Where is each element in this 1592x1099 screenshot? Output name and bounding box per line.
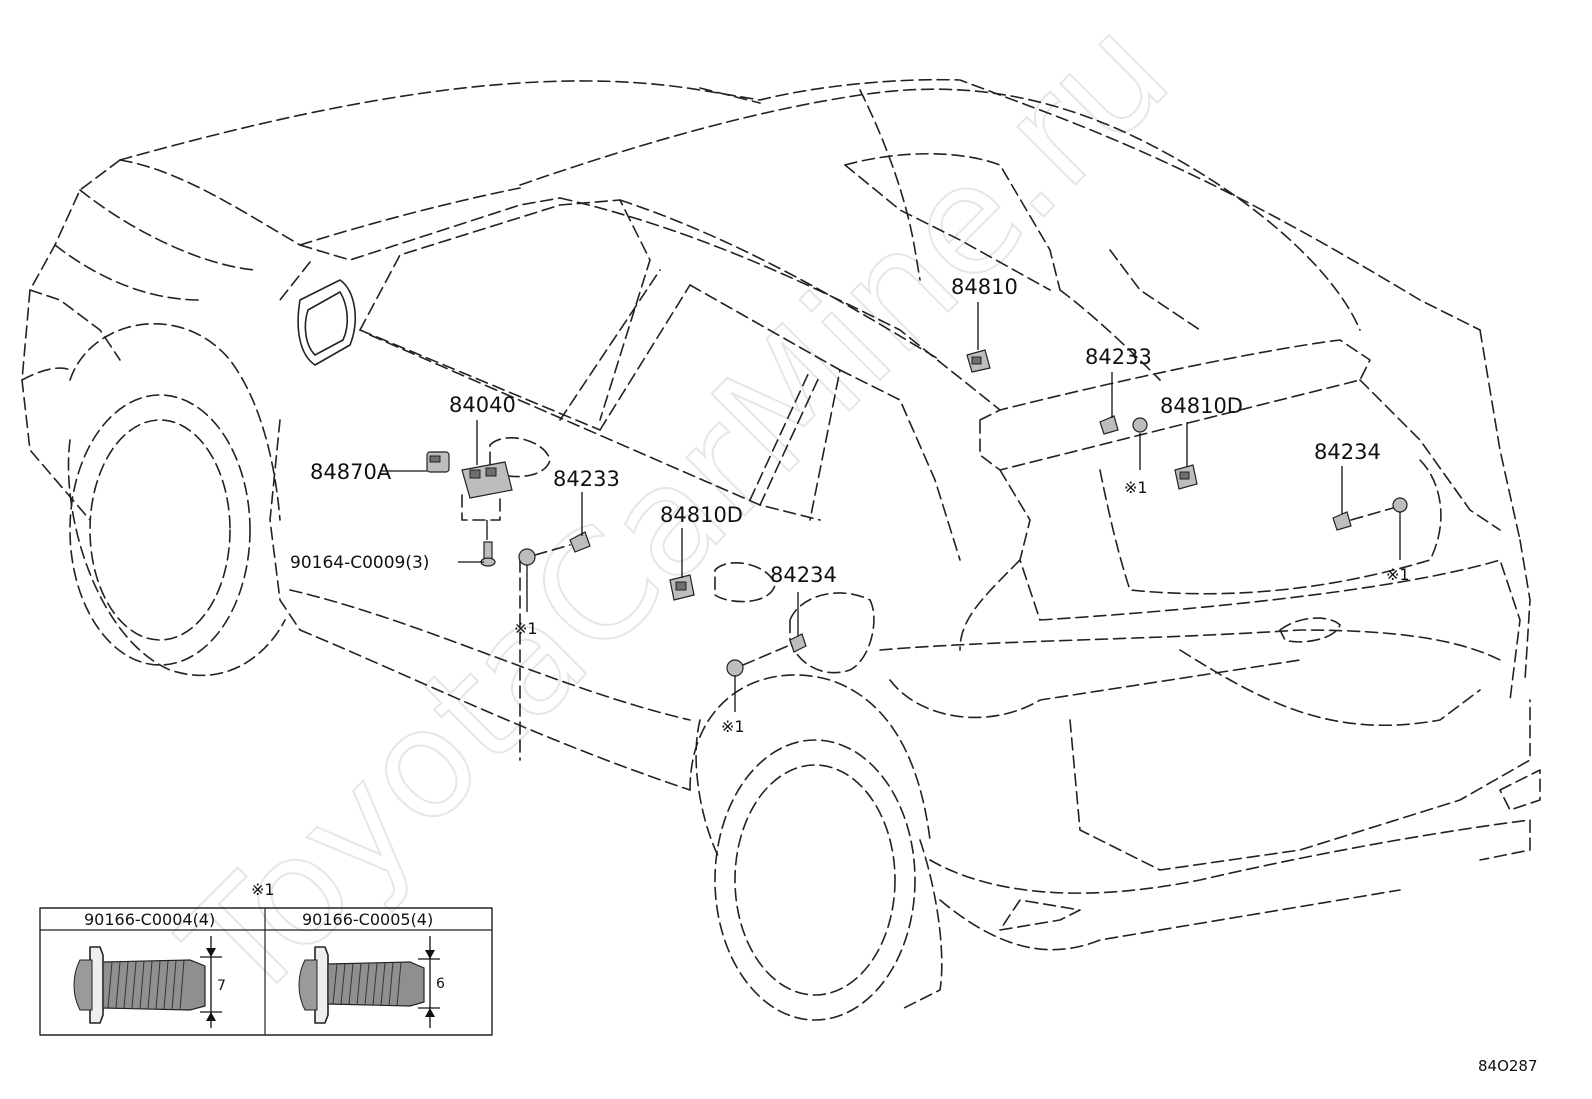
label-84233-front[interactable]: 84233 — [553, 467, 620, 491]
part-84810-glyph[interactable] — [966, 349, 991, 373]
table-col1-part: 90166-C0004(4) — [84, 910, 215, 929]
leader-lines — [382, 302, 1401, 712]
label-84234-front[interactable]: 84234 — [770, 563, 837, 587]
label-84233-rear[interactable]: 84233 — [1085, 345, 1152, 369]
diagram-code: 84O287 — [1478, 1057, 1538, 1075]
part-84810D-front-glyph[interactable] — [669, 574, 695, 601]
part-84870A-glyph[interactable] — [426, 451, 450, 473]
label-84040[interactable]: 84040 — [449, 393, 516, 417]
table-note-mark: ※1 — [251, 880, 275, 899]
note-mark-3: ※1 — [514, 619, 538, 638]
note-mark-1: ※1 — [1124, 478, 1148, 497]
vehicle-outline — [21, 78, 1541, 1021]
note-mark-4: ※1 — [721, 717, 745, 736]
part-84233-rear-glyph[interactable] — [1099, 415, 1148, 435]
part-84040-glyph[interactable] — [461, 461, 513, 540]
bolt-90166-C0005-icon — [298, 936, 440, 1028]
label-84870A[interactable]: 84870A — [310, 460, 392, 484]
table-col2-part: 90166-C0005(4) — [302, 910, 433, 929]
table-col2-dim: 6 — [436, 976, 445, 992]
label-84810[interactable]: 84810 — [951, 275, 1018, 299]
note-mark-2: ※1 — [1386, 565, 1410, 584]
part-84234-rear-glyph[interactable] — [1332, 497, 1408, 531]
part-84233-front-glyph[interactable] — [518, 531, 591, 566]
table-col1-dim: 7 — [217, 978, 226, 994]
label-84810D-front[interactable]: 84810D — [660, 503, 743, 527]
bolt-90166-C0004-icon — [73, 936, 222, 1028]
part-glyphs — [426, 349, 1408, 677]
label-90164[interactable]: 90164-C0009(3) — [290, 553, 429, 573]
part-84234-front-glyph[interactable] — [726, 633, 807, 677]
part-labels: 84810 84233 84810D 84234 84040 84870A 84… — [290, 275, 1538, 1075]
bolt-table: ※1 90166-C0004(4) 90166-C0005(4) 7 — [39, 880, 493, 1036]
label-84810D-rear[interactable]: 84810D — [1160, 394, 1243, 418]
part-84810D-rear-glyph[interactable] — [1174, 464, 1198, 490]
label-84234-rear[interactable]: 84234 — [1314, 440, 1381, 464]
